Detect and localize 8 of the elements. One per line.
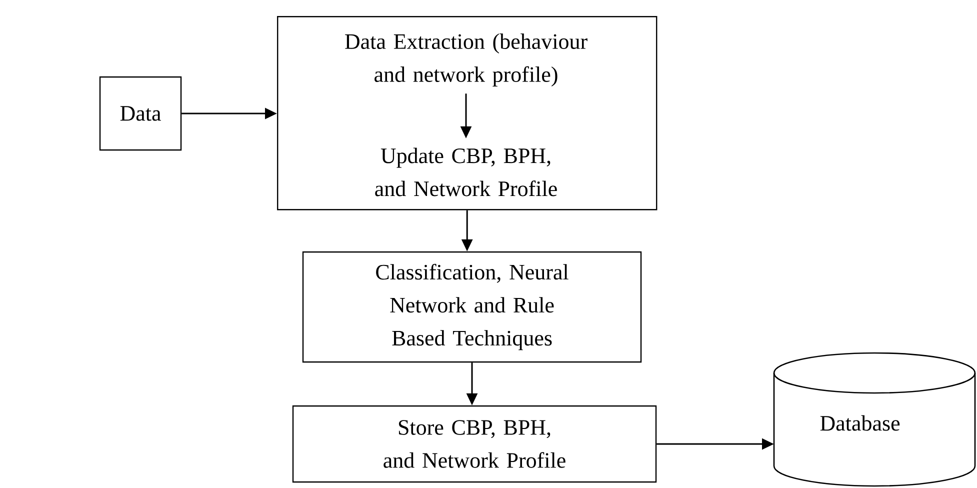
process-box: Classification, Neural Network and Rule Based Techniques bbox=[302, 251, 642, 363]
step-text: Update CBP, BPH, and Network Profile bbox=[375, 148, 557, 196]
step-text: Data Extraction (behaviour and network profile) bbox=[345, 34, 588, 86]
process-box: Data bbox=[99, 76, 182, 151]
process-box bbox=[277, 16, 658, 210]
process-box: Store CBP, BPH, and Network Profile bbox=[292, 405, 657, 483]
node-label: Database bbox=[820, 415, 900, 431]
database-cylinder: Database bbox=[773, 352, 976, 487]
